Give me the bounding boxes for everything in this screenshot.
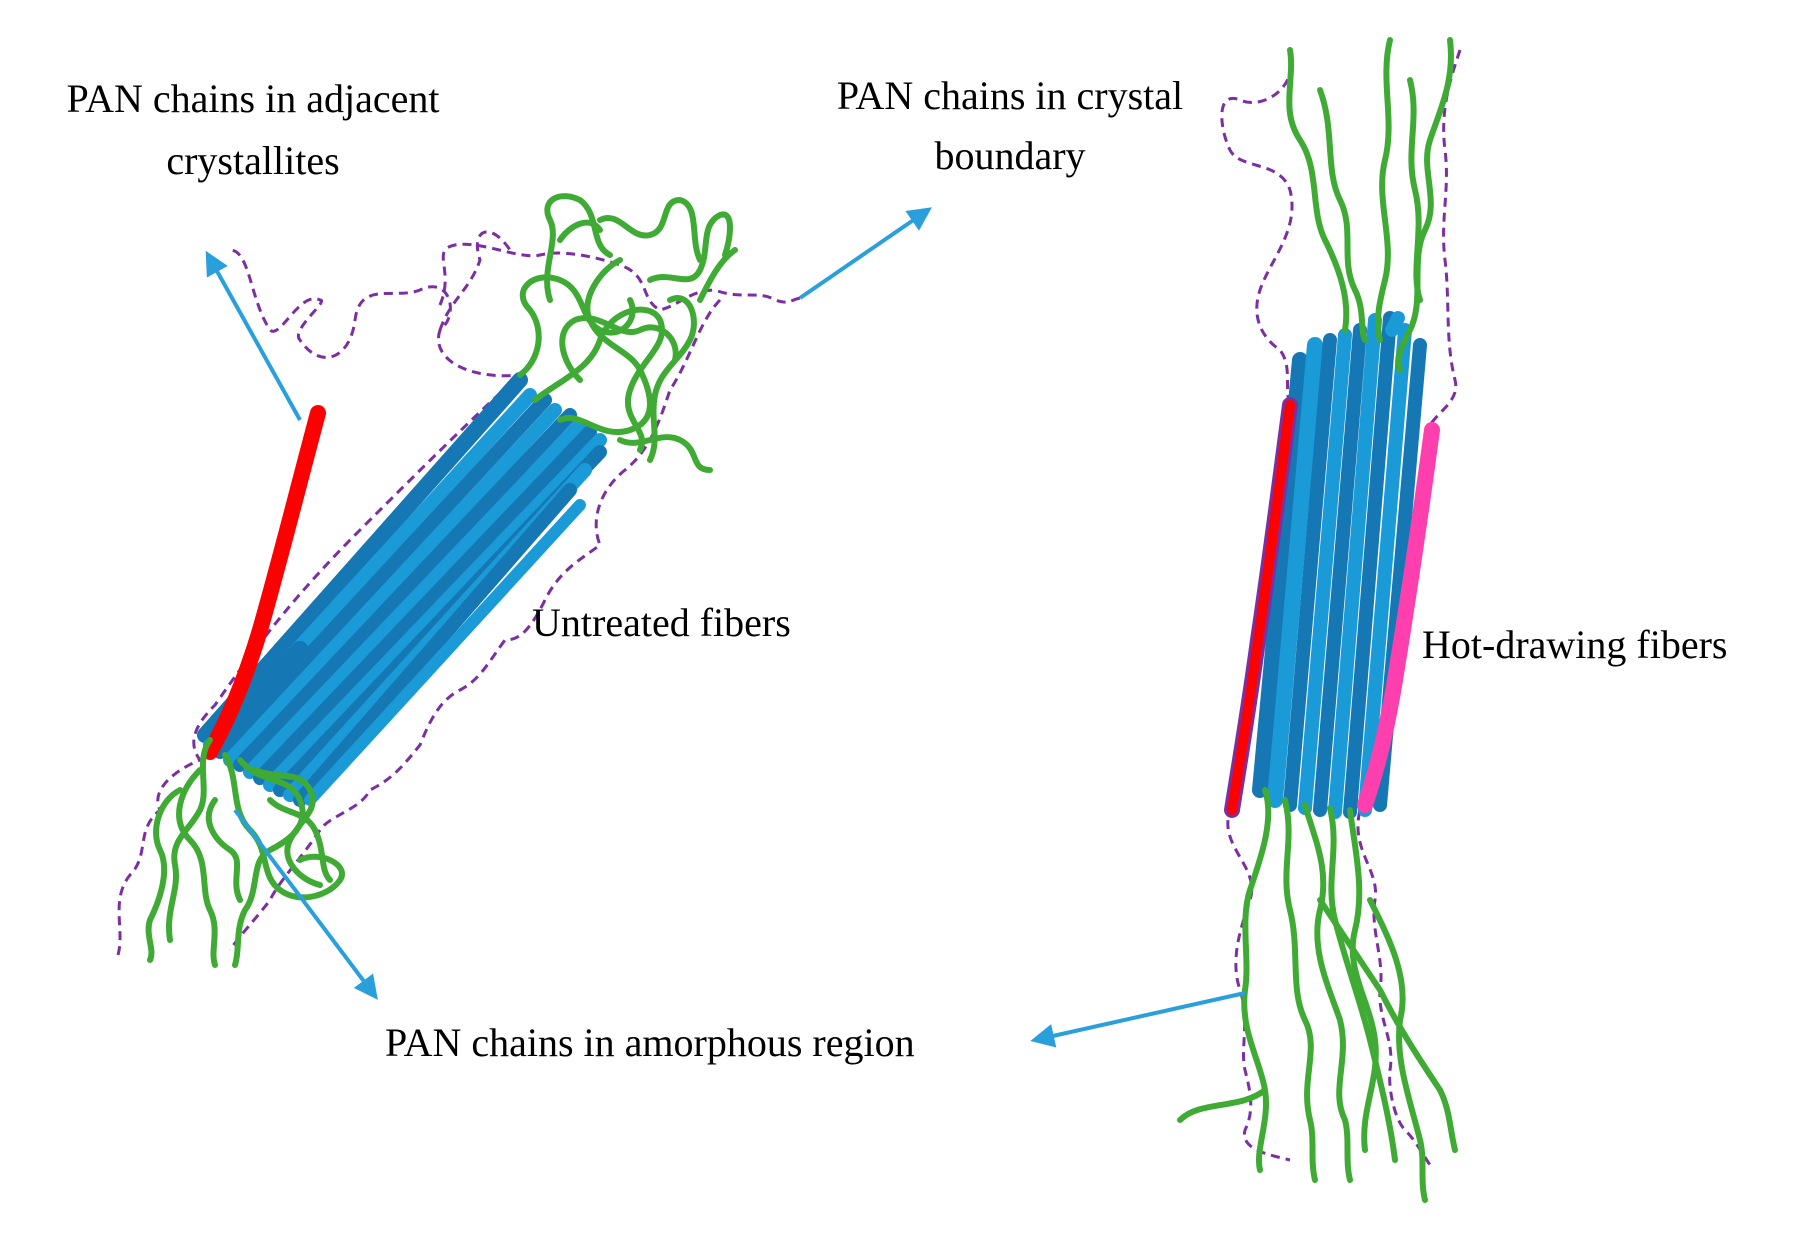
label-amorphous-region: PAN chains in amorphous region <box>385 1020 915 1065</box>
crystal-boundary-untreated-right <box>228 298 722 951</box>
label-untreated-fibers: Untreated fibers <box>532 600 791 645</box>
untreated-fiber <box>116 193 801 968</box>
label-adjacent-crystallites: PAN chains in adjacent crystallites <box>28 76 478 184</box>
adjacent-chain-pink-hot <box>1357 422 1440 813</box>
label-boundary-line2: boundary <box>934 133 1086 178</box>
crystal-boundary-hot-left <box>1220 49 1300 1162</box>
crystal-boundary-hot-right <box>1356 49 1462 1166</box>
amorphous-chains-untreated-upper <box>517 193 738 473</box>
adjacent-chain-red-untreated <box>202 405 326 760</box>
amorphous-chains-untreated-lower <box>145 737 345 968</box>
crystal-boundary-untreated-upper <box>438 242 801 312</box>
label-crystal-boundary: PAN chains in crystal boundary <box>805 73 1215 179</box>
crystal-boundary-untreated <box>116 230 525 956</box>
adjacent-chain-red-hot-core <box>1227 400 1295 815</box>
hot-drawing-fiber <box>1177 37 1462 1203</box>
label-adjacent-line1: PAN chains in adjacent <box>66 76 440 121</box>
label-hot-drawing-fibers: Hot-drawing fibers <box>1422 622 1728 667</box>
arrow-adjacent <box>205 250 302 421</box>
crystal-bundle-untreated <box>197 372 607 807</box>
arrow-amorphous-right <box>1030 991 1246 1048</box>
amorphous-chains-hot-upper <box>1286 37 1454 373</box>
label-adjacent-line2: crystallites <box>166 138 340 183</box>
annotation-arrows <box>205 207 1246 1048</box>
amorphous-chains-hot-lower <box>1177 787 1458 1203</box>
label-boundary-line1: PAN chains in crystal <box>836 73 1184 118</box>
arrow-boundary <box>798 207 932 300</box>
crystal-bundle-hot <box>1252 311 1427 819</box>
arrow-amorphous-left <box>233 808 378 1000</box>
